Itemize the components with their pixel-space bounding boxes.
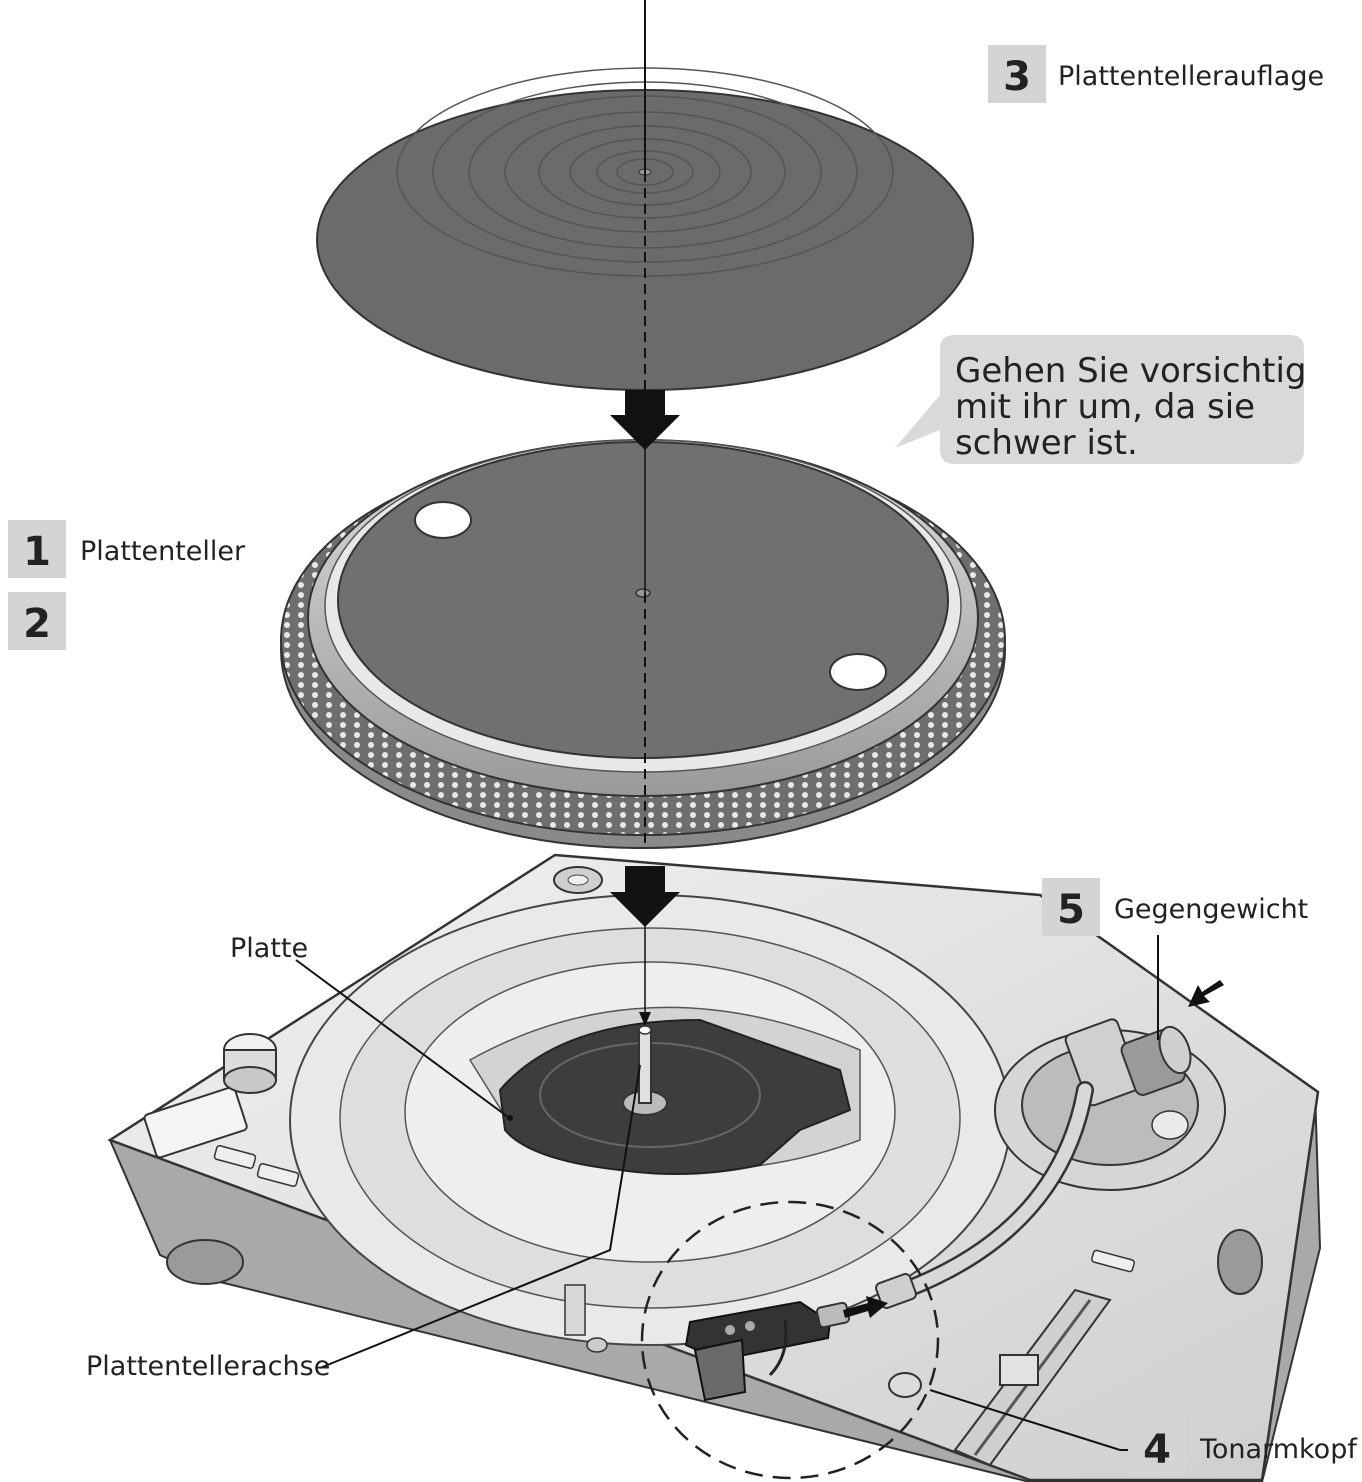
step-5-number: 5 [1057, 887, 1085, 933]
step-3-number: 3 [1003, 54, 1031, 100]
step-4-number: 4 [1143, 1427, 1171, 1473]
step-1-label: Plattenteller [80, 536, 246, 567]
step-2-number: 2 [23, 601, 51, 647]
callout-line-1: Gehen Sie vorsichtig [955, 351, 1307, 391]
leader-achse [319, 1064, 641, 1369]
label-platte: Platte [230, 933, 308, 964]
callout-line-3: schwer ist. [955, 423, 1138, 463]
down-arrow-mat [610, 390, 680, 450]
headshell-detail-circle [640, 1200, 940, 1480]
platte-motor-plate [498, 1018, 852, 1175]
step-3: 3 Plattentellerauflage [988, 45, 1324, 103]
step-4-label: Tonarmkopf [1199, 1434, 1358, 1465]
step-1-number: 1 [23, 529, 51, 575]
body-controls [143, 866, 1135, 1467]
callout-line-2: mit ihr um, da sie [955, 387, 1255, 427]
caution-callout: Gehen Sie vorsichtig mit ihr um, da sie … [895, 335, 1307, 464]
step-5: 5 Gegengewicht [1042, 878, 1308, 936]
step-1: 1 Plattenteller [8, 520, 246, 578]
direction-arrow-counterweight [1188, 980, 1224, 1007]
step-5-label: Gegengewicht [1114, 894, 1308, 925]
platter [280, 439, 1006, 849]
direction-arrow-headshell [843, 1296, 888, 1318]
headshell [684, 1300, 851, 1402]
down-arrow-platter [610, 866, 680, 927]
label-plattentellerachse: Plattentellerachse [86, 1351, 330, 1382]
counterweight [1120, 1025, 1192, 1096]
step-4: 4 Tonarmkopf [1128, 1418, 1358, 1476]
axis-line [639, 0, 651, 1026]
leader-tonarmkopf [929, 1389, 1130, 1451]
tonearm [875, 1081, 1094, 1309]
leader-platte-dot [507, 1115, 513, 1121]
leader-platte [295, 959, 509, 1118]
step-3-label: Plattentellerauflage [1058, 61, 1324, 92]
step-2: 2 [8, 592, 66, 650]
